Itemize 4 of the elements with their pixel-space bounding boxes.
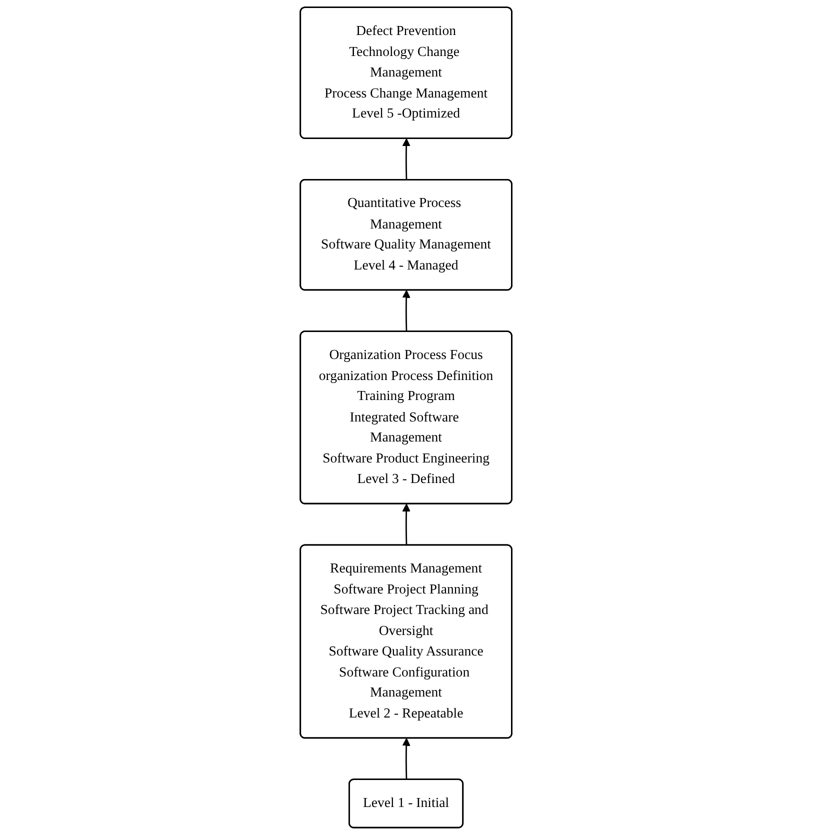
arrow bbox=[402, 138, 411, 180]
arrow bbox=[402, 290, 411, 332]
arrow bbox=[402, 738, 411, 780]
arrow bbox=[402, 504, 411, 546]
